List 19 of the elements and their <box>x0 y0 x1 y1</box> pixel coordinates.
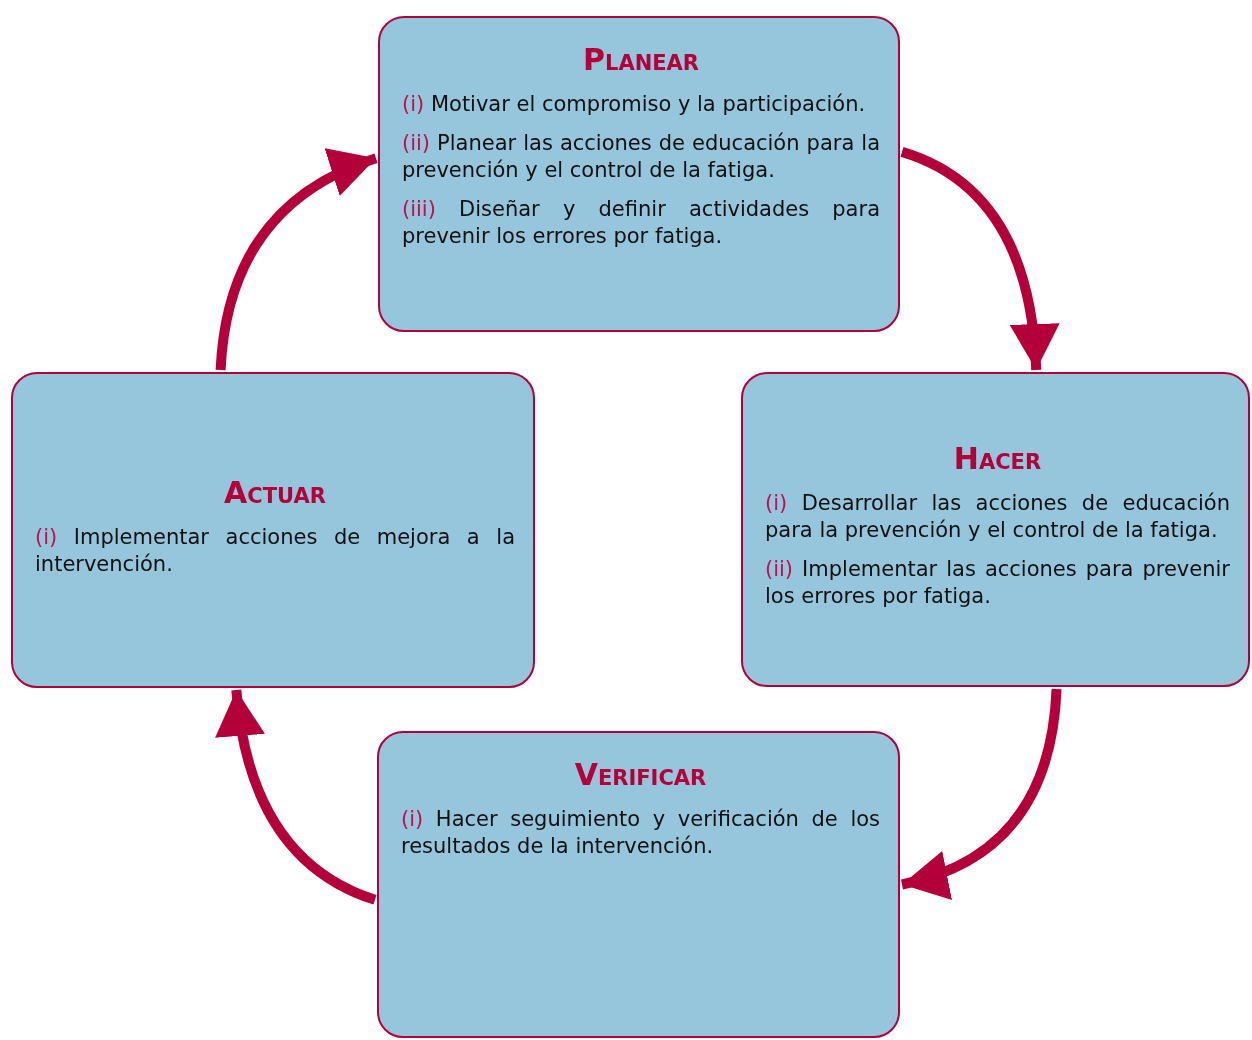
step-item: (ii) Planear las acciones de educación para la prevención y el control de la fatiga. <box>402 129 880 184</box>
step-item: (i) Implementar acciones de mejora a la intervención. <box>35 523 515 578</box>
step-box <box>11 372 535 688</box>
curved-arrow <box>900 147 1059 371</box>
step-title: Verificar <box>573 757 708 792</box>
curved-arrow <box>900 688 1062 898</box>
step-item: (iii) Diseñar y definir actividades para prevenir los errores por fatiga. <box>402 195 880 250</box>
step-item: (ii) Implementar las acciones para prevenir los errores por fatiga. <box>765 556 1230 610</box>
step-title: Actuar <box>223 474 327 510</box>
step-item: (i) Desarrollar las acciones de educación para la prevención y el control de la fatiga. <box>765 490 1230 544</box>
curved-arrow <box>215 150 378 371</box>
step-item: (i) Hacer seguimiento y verificación de los resultados de la intervención. <box>401 806 880 860</box>
step-box <box>377 731 900 1038</box>
step-title: Planear <box>582 42 700 77</box>
curved-arrow <box>216 689 377 905</box>
step-item: (i) Motivar el compromiso y la participación. <box>402 91 867 118</box>
step-title: Hacer <box>952 441 1043 477</box>
step-box <box>741 372 1250 687</box>
step-box <box>378 16 900 332</box>
